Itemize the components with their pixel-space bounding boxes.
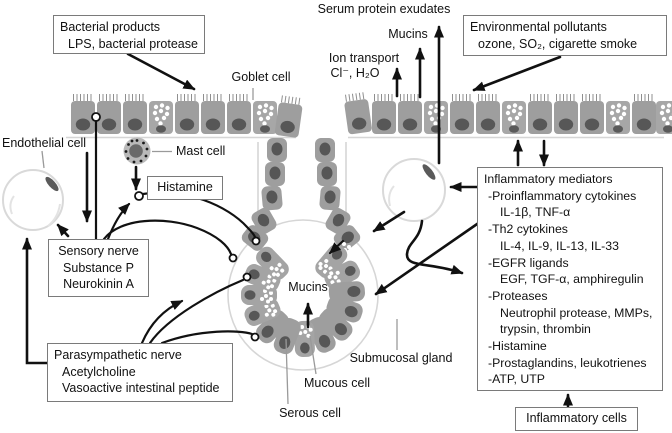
leader-lines: [41, 88, 398, 405]
mucins-gland-label: Mucins: [288, 280, 328, 294]
bacterial-products-box: Bacterial products LPS, bacterial protea…: [53, 15, 205, 54]
mediator-item: EGF, TGF-α, amphiregulin: [500, 272, 644, 287]
parasympathetic-line1: Parasympathetic nerve: [54, 348, 182, 362]
mediator-item: IL-4, IL-9, IL-13, IL-33: [500, 238, 619, 253]
inflammatory-mediators-box: Inflammatory mediators -Proinflammatory …: [477, 167, 663, 391]
mediator-item: -EGFR ligands: [488, 255, 569, 270]
mediator-item: -Th2 cytokines: [488, 222, 568, 237]
endothelial-cell-graphic: [2, 169, 64, 231]
serum-protein-exudates-label: Serum protein exudates: [317, 2, 451, 16]
submucosal-gland-label: Submucosal gland: [349, 351, 453, 365]
bacterial-line1: Bacterial products: [60, 20, 161, 34]
arrow-parasympathetic-to-gland: [140, 299, 184, 345]
nerve-fibers: [94, 119, 257, 345]
sensory-nerve-box: Sensory nerve Substance P Neurokinin A: [48, 239, 149, 297]
sensory-line1: Sensory nerve: [58, 244, 139, 258]
environmental-line2: ozone, SO₂, cigarette smoke: [478, 36, 638, 51]
mediator-item: -Prostaglandins, leukotrienes: [488, 355, 647, 370]
histamine-label: Histamine: [157, 180, 213, 194]
bacterial-line2: LPS, bacterial protease: [68, 36, 198, 51]
mast-cell-graphic: [123, 137, 151, 165]
mediator-item: Neutrophil protease, MMPs,: [500, 305, 653, 320]
mediator-item: -Proinflammatory cytokines: [488, 188, 637, 203]
arrow-duct-mucin-secretion: [328, 239, 345, 255]
mucous-cell-label: Mucous cell: [304, 376, 370, 390]
mast-cell-label: Mast cell: [176, 144, 226, 158]
mediator-item: IL-1β, TNF-α: [500, 205, 571, 220]
parasympathetic-line2: Acetylcholine: [62, 364, 136, 379]
inflammatory-mediators-title: Inflammatory mediators: [484, 172, 613, 186]
basement-membranes: [66, 136, 664, 371]
arrow-sensory-to-endothelial: [56, 223, 70, 238]
goblet-cell-graphic: [149, 101, 173, 134]
sensory-line2: Substance P: [63, 260, 134, 275]
arrow-vessel-to-mediators: [405, 219, 464, 275]
ion-transport-label: Ion transport: [328, 51, 400, 65]
arrow-mediators-to-gland: [374, 220, 482, 296]
histamine-box: Histamine: [147, 176, 223, 200]
mediator-item: trypsin, thrombin: [500, 322, 591, 337]
goblet-cell-graphic: [253, 101, 277, 134]
mediator-item: -ATP, UTP: [488, 372, 545, 387]
inflammatory-cells-label: Inflammatory cells: [526, 411, 627, 425]
goblet-cell-label: Goblet cell: [231, 70, 291, 84]
endothelial-cell-label: Endothelial cell: [2, 136, 87, 150]
parasympathetic-nerve-box: Parasympathetic nerve Acetylcholine Vaso…: [47, 343, 233, 402]
goblet-cell-graphic: [502, 101, 526, 134]
mediator-item: -Histamine: [488, 339, 547, 354]
goblet-cell-graphic: [656, 101, 672, 134]
parasympathetic-line3: Vasoactive intestinal peptide: [62, 381, 220, 395]
sensory-line3: Neurokinin A: [63, 277, 134, 291]
ion-species-label: Cl⁻, H₂O: [330, 66, 380, 80]
environmental-line1: Environmental pollutants: [470, 20, 607, 34]
submucosal-gland-graphic: [241, 241, 366, 358]
blood-vessel-graphic: [382, 158, 446, 222]
goblet-cell-graphic: [424, 101, 448, 134]
epithelium-row: [70, 91, 672, 139]
environmental-pollutants-box: Environmental pollutants ozone, SO₂, cig…: [463, 15, 667, 56]
arrows: [22, 25, 573, 408]
nerve-endings: [91, 112, 261, 342]
serous-cell-label: Serous cell: [279, 406, 341, 420]
arrow-sensory-to-mast: [106, 202, 131, 241]
arrow-bacterial-to-epithelium: [126, 52, 196, 91]
mediator-item: -Proteases: [488, 288, 548, 303]
arrow-vessel-to-gland: [372, 210, 406, 233]
arrow-parasympathetic-to-endothelial: [22, 237, 50, 365]
inflammatory-cells-box: Inflammatory cells: [515, 407, 638, 431]
goblet-cell-graphic: [606, 101, 630, 134]
mucins-top-label: Mucins: [388, 27, 428, 41]
arrow-environmental-to-epithelium: [472, 55, 562, 92]
